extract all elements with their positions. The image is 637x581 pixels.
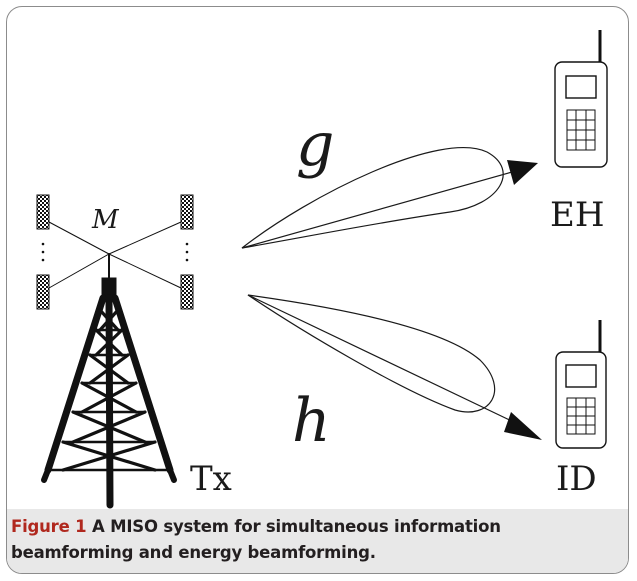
antenna-feed-lines bbox=[48, 221, 182, 289]
caption-label: Figure 1 bbox=[11, 517, 87, 536]
caption-background bbox=[7, 509, 628, 573]
information-decoder-label: ID bbox=[556, 459, 597, 499]
information-beam-arrowhead bbox=[504, 412, 542, 440]
antenna-dots-right bbox=[185, 242, 189, 262]
energy-beam bbox=[241, 147, 538, 249]
antenna-element-top-left bbox=[36, 194, 50, 230]
energy-beam-arrowhead bbox=[507, 160, 538, 185]
id-phone-icon bbox=[555, 320, 607, 449]
information-beam bbox=[247, 294, 542, 440]
antenna-element-top-right bbox=[180, 194, 194, 230]
channel-h-label: h bbox=[292, 386, 331, 456]
antenna-dots-left bbox=[41, 242, 45, 262]
channel-g-label: g bbox=[296, 110, 334, 180]
antenna-array: M bbox=[36, 194, 194, 310]
tower bbox=[41, 253, 177, 509]
transmitter-label: Tx bbox=[190, 459, 232, 499]
energy-harvester-label: EH bbox=[550, 195, 604, 235]
figure-caption: Figure 1 A MISO system for simultaneous … bbox=[11, 514, 611, 566]
caption-text: A MISO system for simultaneous informati… bbox=[11, 517, 501, 562]
antenna-element-bottom-right bbox=[180, 274, 194, 310]
antenna-element-bottom-left bbox=[36, 274, 50, 310]
eh-phone-icon bbox=[554, 30, 608, 168]
antenna-count-label: M bbox=[91, 205, 120, 235]
